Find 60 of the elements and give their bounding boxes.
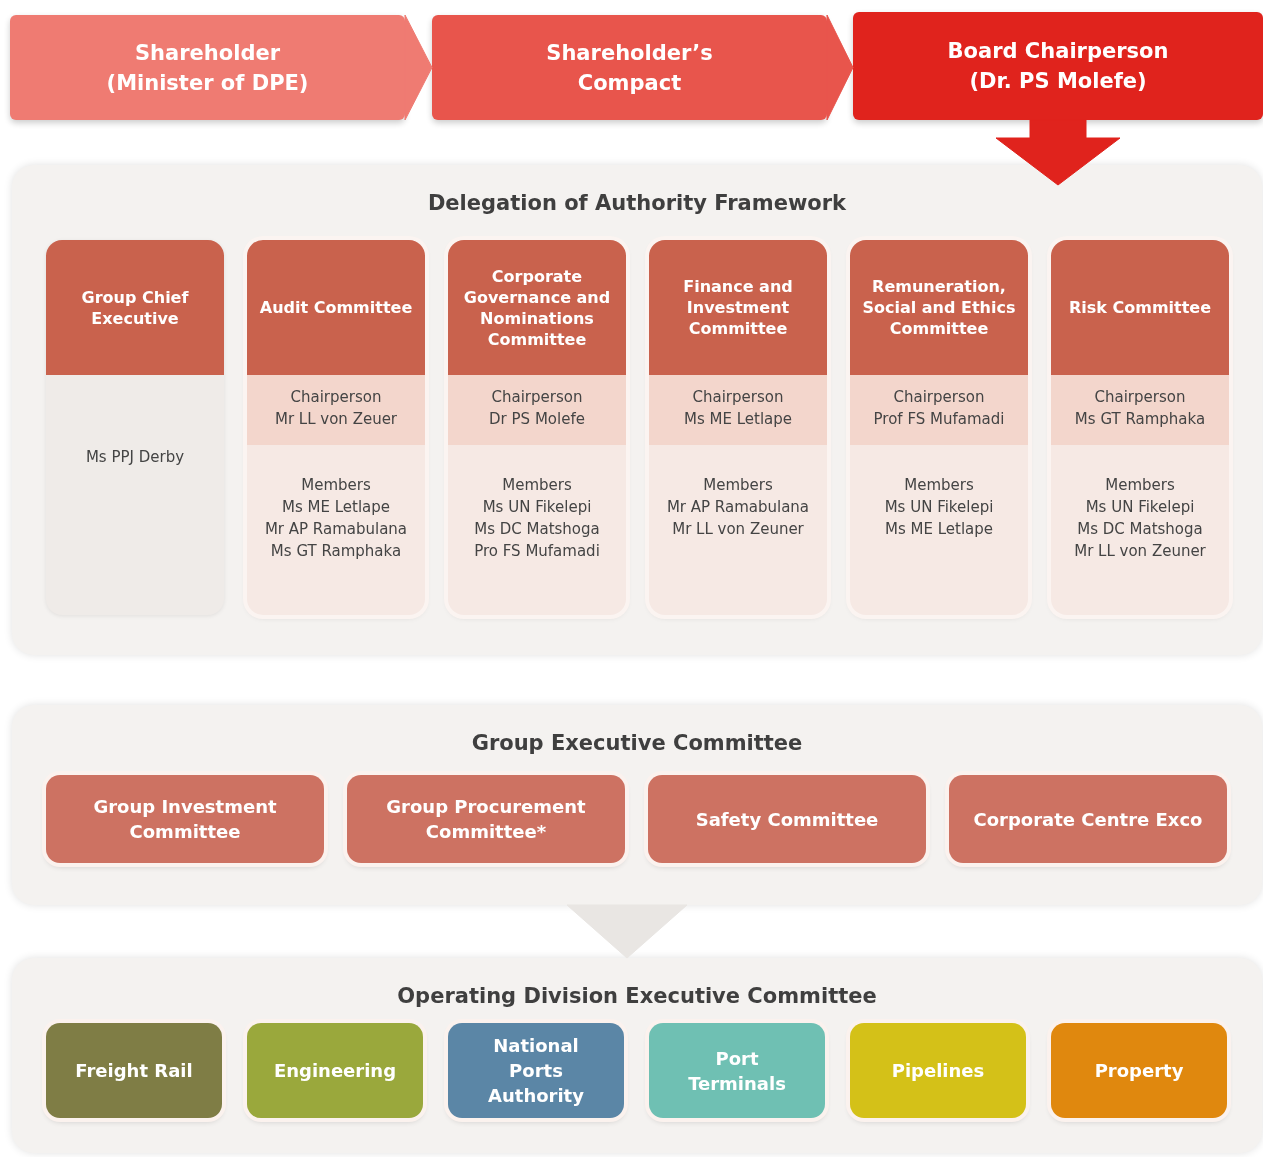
committee-heading: Remuneration, Social and Ethics Committee: [850, 240, 1028, 375]
member-name: Mr AP Ramabulana: [665, 498, 811, 516]
member-name: Ms DC Matshoga: [473, 520, 601, 538]
member-name: Mr LL von Zeuner: [1073, 542, 1207, 560]
panel-title: Operating Division Executive Committee: [396, 984, 878, 1008]
box-label: Freight Rail: [74, 1059, 194, 1083]
member-name: Dr PS Molefe: [488, 410, 586, 428]
member-name: Mr LL von Zeuner: [671, 520, 805, 538]
member-name: Mr LL von Zeuer: [273, 410, 399, 428]
member-name: Ms UN Fikelepi: [883, 498, 995, 516]
panel: [12, 958, 1262, 1153]
panel-title: Delegation of Authority Framework: [426, 191, 848, 215]
header-box: [853, 12, 1263, 120]
panel: [12, 165, 1262, 655]
role-label: Members: [300, 476, 372, 494]
panel: [12, 705, 1262, 905]
box-label: Port Terminals: [687, 1046, 787, 1096]
box-label: National Ports Authority: [487, 1034, 585, 1108]
member-name: Ms GT Ramphaka: [269, 542, 403, 560]
member-name: Ms ME Letlape: [683, 410, 793, 428]
member-name: Ms PPJ Derby: [84, 448, 186, 466]
member-name: Ms GT Ramphaka: [1073, 410, 1207, 428]
box-title: Board Chairperson (Dr. PS Molefe): [946, 38, 1170, 95]
committee-heading: Risk Committee: [1051, 240, 1229, 375]
panel-title: Group Executive Committee: [470, 731, 804, 755]
role-label: Chairperson: [289, 388, 383, 406]
arrow: [826, 14, 854, 121]
box-title: Shareholder’s Compact: [545, 39, 714, 97]
committee-heading: Audit Committee: [247, 240, 425, 375]
member-name: Ms UN Fikelepi: [481, 498, 593, 516]
box-label: Group Procurement Committee*: [385, 795, 587, 844]
box-label: Property: [1093, 1059, 1185, 1083]
committee-heading: Group Chief Executive: [46, 240, 224, 375]
member-name: Ms DC Matshoga: [1076, 520, 1204, 538]
role-label: Chairperson: [691, 388, 785, 406]
box-title: Shareholder (Minister of DPE): [105, 39, 310, 97]
member-name: Pro FS Mufamadi: [473, 542, 601, 560]
arrow: [566, 904, 688, 959]
member-name: Mr AP Ramabulana: [263, 520, 409, 538]
box-label: Corporate Centre Exco: [972, 807, 1204, 832]
committee-heading: Finance and Investment Committee: [649, 240, 827, 375]
member-name: Ms UN Fikelepi: [1084, 498, 1196, 516]
box-label: Safety Committee: [694, 807, 880, 832]
box-label: Group Investment Committee: [92, 795, 278, 844]
committee-heading: Corporate Governance and Nominations Committee: [448, 240, 626, 375]
member-name: Prof FS Mufamadi: [872, 410, 1006, 428]
role-label: Members: [501, 476, 573, 494]
member-name: Ms ME Letlape: [884, 520, 994, 538]
member-name: Ms ME Letlape: [281, 498, 391, 516]
role-label: Chairperson: [490, 388, 584, 406]
box-label: Pipelines: [890, 1059, 986, 1083]
role-label: Members: [903, 476, 975, 494]
arrow: [404, 14, 433, 121]
arrow: [995, 119, 1121, 186]
role-label: Members: [702, 476, 774, 494]
box-label: Engineering: [272, 1059, 398, 1083]
role-label: Members: [1104, 476, 1176, 494]
role-label: Chairperson: [1093, 388, 1187, 406]
role-label: Chairperson: [892, 388, 986, 406]
committee-card: [46, 240, 224, 615]
